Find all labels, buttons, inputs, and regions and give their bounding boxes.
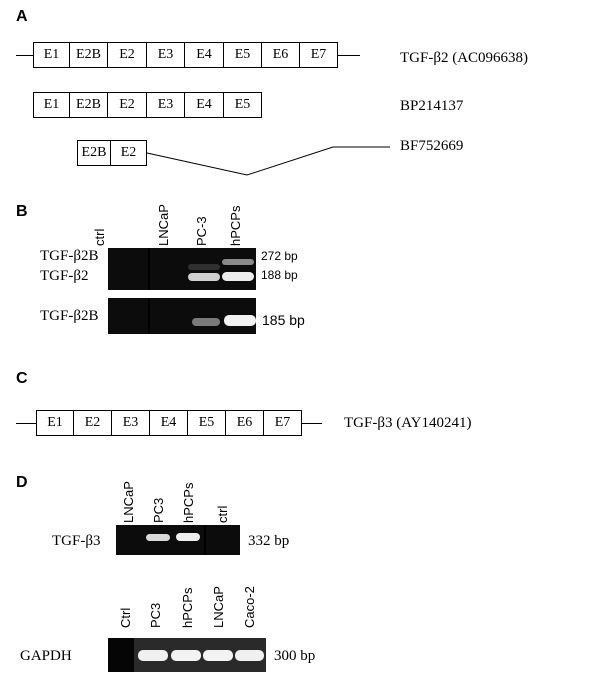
exon-e4: E4 — [185, 42, 224, 68]
lane-label-pc3: PC3 — [151, 497, 166, 523]
ctrl-lane — [108, 638, 134, 672]
bf752669-exon-row: E2B E2 — [77, 140, 147, 166]
exon-e2: E2 — [108, 42, 147, 68]
band-caco2-300 — [235, 650, 264, 661]
exon-e3: E3 — [147, 42, 185, 68]
exon-e6: E6 — [226, 410, 264, 436]
gel-b2 — [108, 298, 256, 334]
exon-e2b: E2B — [77, 140, 111, 166]
lane-label-ctrl: Ctrl — [118, 607, 133, 628]
band-hpcps-185 — [224, 315, 256, 326]
exon-e1: E1 — [33, 42, 70, 68]
tgfb2-label: TGF-β2 (AC096638) — [400, 50, 529, 66]
gel-d1-size-332: 332 bp — [248, 533, 290, 549]
bp214137-label: BP214137 — [400, 98, 464, 114]
exon-e5: E5 — [188, 410, 226, 436]
panel-label-d: D — [16, 474, 28, 491]
band-hpcps-332 — [176, 533, 200, 541]
lane-label-hpcps: hPCPs — [228, 205, 243, 246]
lane-label-ctrl: ctrl — [92, 228, 107, 246]
exon-e2b: E2B — [70, 92, 108, 118]
panel-label-a: A — [16, 8, 28, 25]
lane-label-lncap: LNCaP — [121, 481, 136, 523]
lane-label-pc3: PC-3 — [194, 216, 209, 246]
lane-label-lncap: LNCaP — [156, 204, 171, 246]
gel-d2-label-gapdh: GAPDH — [20, 648, 72, 664]
gene-line-right — [302, 423, 322, 424]
gel1-label-tgfb2b: TGF-β2B — [40, 248, 99, 264]
lane-label-ctrl: ctrl — [215, 505, 230, 523]
gel2-size-185: 185 bp — [262, 312, 305, 328]
band-hpcps-300 — [171, 650, 201, 661]
exon-e3: E3 — [147, 92, 185, 118]
exon-e2: E2 — [111, 140, 147, 166]
exon-e6: E6 — [262, 42, 300, 68]
lane-label-hpcps: hPCPs — [181, 482, 196, 523]
exon-e1: E1 — [33, 92, 70, 118]
exon-e2b: E2B — [70, 42, 108, 68]
band-pc3-332 — [146, 534, 170, 541]
band-pc3-185 — [192, 318, 220, 326]
exon-e1: E1 — [36, 410, 74, 436]
gel-d1 — [116, 525, 240, 555]
splice-connector — [146, 146, 390, 176]
bf752669-label: BF752669 — [400, 138, 464, 154]
band-lncap-300 — [203, 650, 233, 661]
band-pc3-188 — [188, 273, 220, 281]
gene-line-left — [16, 55, 33, 56]
exon-e4: E4 — [185, 92, 224, 118]
tgfb3-label: TGF-β3 (AY140241) — [344, 415, 472, 431]
band-hpcps-188 — [222, 272, 254, 281]
lane-separator — [204, 525, 206, 555]
panel-label-b: B — [16, 203, 28, 220]
tgfb2-exon-row: E1 E2B E2 E3 E4 E5 E6 E7 — [33, 42, 338, 68]
bp214137-exon-row: E1 E2B E2 E3 E4 E5 — [33, 92, 262, 118]
band-hpcps-272 — [222, 259, 254, 265]
gel-d2 — [108, 638, 266, 672]
lane-label-caco2: Caco-2 — [242, 586, 257, 628]
gel1-size-272: 272 bp — [261, 249, 298, 263]
gel1-label-tgfb2: TGF-β2 — [40, 268, 89, 284]
tgfb3-exon-row: E1 E2 E3 E4 E5 E6 E7 — [36, 410, 302, 436]
exon-e7: E7 — [264, 410, 302, 436]
lane-label-lncap: LNCaP — [211, 586, 226, 628]
band-pc3-272 — [188, 264, 220, 270]
gel1-size-188: 188 bp — [261, 268, 298, 282]
gene-line-right — [338, 55, 360, 56]
exon-e5: E5 — [224, 42, 262, 68]
lane-label-pc3: PC3 — [148, 602, 163, 628]
exon-e3: E3 — [112, 410, 150, 436]
lane-label-hpcps: hPCPs — [180, 587, 195, 628]
exon-e7: E7 — [300, 42, 338, 68]
gel-d2-size-300: 300 bp — [274, 648, 316, 664]
band-pc3-300 — [138, 650, 168, 661]
exon-e5: E5 — [224, 92, 262, 118]
gel-b1 — [108, 248, 256, 290]
exon-e4: E4 — [150, 410, 188, 436]
panel-label-c: C — [16, 370, 28, 387]
exon-e2: E2 — [108, 92, 147, 118]
gel2-label-tgfb2b: TGF-β2B — [40, 308, 99, 324]
exon-e2: E2 — [74, 410, 112, 436]
gel-d1-label-tgfb3: TGF-β3 — [52, 533, 101, 549]
lane-separator — [148, 248, 150, 290]
lane-separator — [148, 298, 150, 334]
gene-line-left — [16, 423, 36, 424]
